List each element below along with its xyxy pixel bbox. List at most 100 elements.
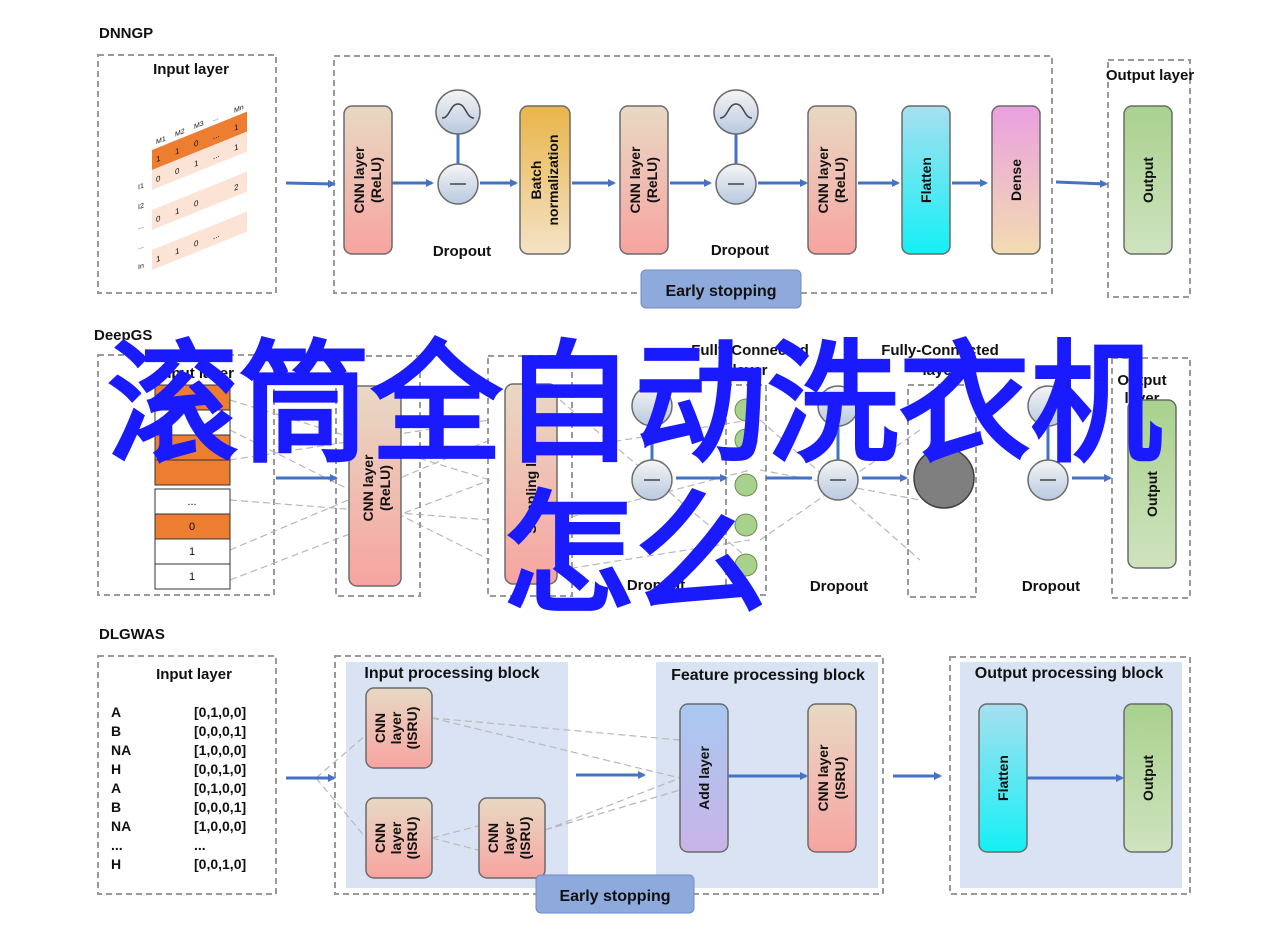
encoding: [0,0,1,0]	[194, 761, 246, 777]
deepgs-dropout-1: Dropout	[627, 385, 685, 594]
add-layer-label: Add layer	[696, 746, 712, 810]
output-label: Output	[1140, 755, 1156, 801]
matrix-cell: 1	[156, 153, 161, 165]
cnn-label: CNN layer(ReLU)	[627, 146, 660, 213]
cnn-label: CNN layer(ReLU)	[815, 146, 848, 213]
encoding: [0,0,0,1]	[194, 723, 246, 739]
matrix-cell: 1	[175, 245, 180, 257]
dnngp-output-group-label: Output layer	[1106, 67, 1195, 84]
batch-normalization-layer	[519, 105, 571, 255]
dropout-label: Dropout	[433, 243, 491, 260]
matrix-cell: 0	[156, 173, 161, 185]
allele: H	[111, 761, 121, 777]
dnngp-output-frame	[1107, 59, 1191, 298]
matrix-header: M1	[156, 134, 166, 147]
deepgs-input-label: Input layer	[158, 365, 234, 382]
dlgwas-cnn-isru-2	[365, 797, 433, 879]
output-block-label: Output processing block	[975, 665, 1164, 682]
cnn-layer-2	[619, 105, 669, 255]
output-label: Output	[1140, 157, 1156, 203]
row-label: ...	[138, 241, 144, 252]
matrix-cell: ...	[213, 229, 220, 241]
allele: B	[111, 723, 121, 739]
matrix-cell: 0	[194, 137, 199, 149]
allele: H	[111, 856, 121, 872]
dlgwas-cnn-isru-4	[807, 703, 857, 853]
cnn-isru-label: CNN layer(ISRU)	[815, 744, 848, 811]
dropout-label: Dropout	[711, 242, 769, 259]
column-value: 1	[189, 546, 195, 558]
fc-frame-2	[907, 384, 977, 598]
deepgs-output-frame	[1111, 357, 1191, 599]
encoding: [0,1,0,0]	[194, 780, 246, 796]
matrix-cell: 1	[234, 121, 239, 133]
dense-label: Dense	[1008, 159, 1024, 201]
early-stopping-label: Early stopping	[559, 888, 670, 905]
encoding-table: A [0,1,0,0] B [0,0,0,1] NA [1,0,0,0] H […	[111, 704, 246, 872]
matrix-cell: 0	[194, 237, 199, 249]
allele: NA	[111, 818, 131, 834]
input-block-label: Input processing block	[364, 665, 539, 682]
dnngp-panel: DNNGP Input layer 1 1 0 ... 1 0 0 1 ... …	[97, 25, 1195, 309]
encoding: ...	[194, 837, 206, 853]
matrix-header: ...	[213, 112, 219, 123]
encoding: [1,0,0,0]	[194, 742, 246, 758]
cnn-layer-3	[807, 105, 857, 255]
matrix-cell: 2	[234, 181, 239, 193]
flatten-label: Flatten	[918, 157, 934, 203]
connection-lines	[229, 399, 921, 581]
matrix-cell: 1	[175, 145, 180, 157]
row-label: I2	[138, 201, 144, 212]
label-line: Output layer	[1106, 67, 1195, 84]
dlgwas-input-frame	[97, 655, 277, 895]
fc-neurons	[734, 398, 758, 577]
cnn-layer-1	[343, 105, 393, 255]
cnn-isru-label: CNNlayer(ISRU)	[372, 707, 420, 750]
encoding: [0,0,1,0]	[194, 856, 246, 872]
deepgs-cnn-layer	[348, 385, 402, 587]
allele: B	[111, 799, 121, 815]
encoding: [0,0,0,1]	[194, 799, 246, 815]
dlgwas-cnn-isru-3	[478, 797, 546, 879]
matrix-cell: ...	[213, 149, 220, 161]
matrix-header: M2	[175, 126, 185, 139]
flatten-label: Flatten	[995, 755, 1011, 801]
matrix-cell: 0	[156, 213, 161, 225]
dropout-label: Dropout	[627, 577, 685, 594]
early-stopping-badge	[535, 874, 695, 914]
cnn-isru-label: CNNlayer(ISRU)	[372, 817, 420, 860]
genotype-matrix: 1 1 0 ... 1 0 0 1 ... 1 0 1 0 2 1 1 0 ..…	[138, 102, 247, 272]
deepgs-cnn-frame	[335, 355, 421, 597]
output-label: Output	[1144, 471, 1160, 517]
allele: A	[111, 704, 121, 720]
genotype-column: ... 0 1 1	[154, 384, 231, 590]
deepgs-dropout-3: Dropout	[1022, 385, 1080, 595]
matrix-cell: 1	[234, 141, 239, 153]
allele: NA	[111, 742, 131, 758]
sampling-layer	[504, 383, 558, 585]
encoding: [0,1,0,0]	[194, 704, 246, 720]
dnngp-input-frame	[97, 54, 277, 294]
allele: ...	[111, 837, 123, 853]
cnn-label: CNN layer(ReLU)	[360, 454, 393, 521]
dnngp-input-label: Input layer	[153, 61, 229, 78]
dlgwas-input-label: Input layer	[156, 666, 232, 683]
dlgwas-output-layer	[1123, 703, 1173, 853]
deepgs-dropout-2: Dropout	[810, 385, 868, 595]
fc-frame-1	[725, 384, 767, 596]
dropout-label: Dropout	[810, 578, 868, 595]
sampling-label: Sampling layer	[523, 434, 539, 534]
dropout-node-2: Dropout	[711, 89, 769, 259]
matrix-cell: ...	[213, 129, 220, 141]
batchnorm-label: Batchnormalization	[528, 134, 561, 225]
allele: A	[111, 780, 121, 796]
column-value: 1	[189, 571, 195, 583]
encoding: [1,0,0,0]	[194, 818, 246, 834]
matrix-header: Mn	[234, 102, 244, 115]
deepgs-title: DeepGS	[94, 327, 152, 344]
fc-neuron-large	[913, 447, 975, 509]
dlgwas-panel: DLGWAS Input layer A [0,1,0,0] B [0,0,0,…	[97, 626, 1191, 914]
early-stopping-badge	[640, 269, 802, 309]
